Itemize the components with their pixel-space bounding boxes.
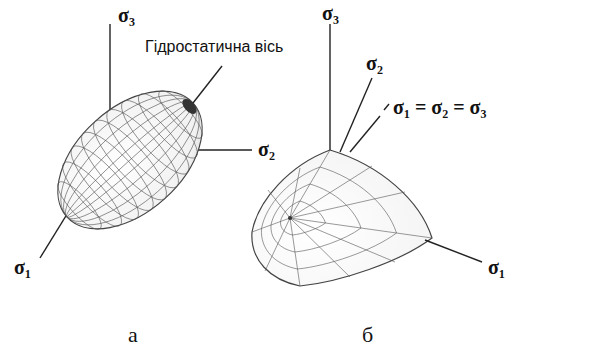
axis-label: σ₂ [258,138,275,161]
axis-sigma1-b [425,240,482,262]
figure-caption: а [128,322,138,347]
axis-label: σ₃ [118,4,135,27]
hydrostatic-axis-a [193,66,222,103]
axis-label: σ₂ [366,52,383,75]
figure-caption: б [362,322,373,347]
axis-label: σ₁ = σ₂ = σ₃ [393,96,486,119]
axis-note: Гідростатична вісь [143,38,285,56]
ellipsoid-surface [32,64,228,255]
axes-b [330,24,389,152]
axis-label: σ₃ [322,2,339,25]
axis-label: σ₁ [488,256,505,279]
cone-surface [252,150,432,286]
axis-label: σ₁ [14,256,31,279]
